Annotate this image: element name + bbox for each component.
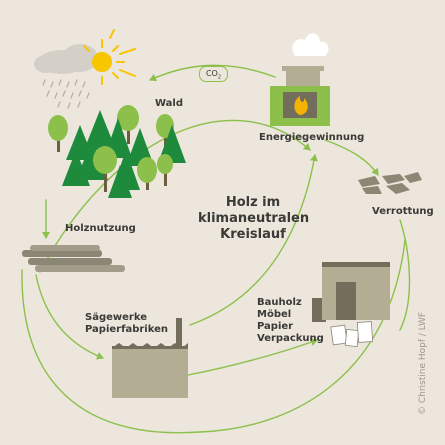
- title-line-2: klimaneutralen: [198, 211, 310, 226]
- sawmill-factory-icon: [112, 318, 188, 398]
- label-energiegewinnung: Energiegewinnung: [259, 132, 365, 143]
- stove-icon: [270, 33, 330, 126]
- label-papierfabriken: Papierfabriken: [85, 324, 169, 335]
- arrow-co2-to-forest: [149, 64, 276, 82]
- products-icon: [312, 262, 390, 348]
- title-line-3: Kreislauf: [220, 227, 286, 242]
- label-product-papier: Papier: [257, 321, 294, 332]
- rotting-wood-icon: [358, 172, 422, 194]
- co2-main: CO: [205, 69, 218, 78]
- co2-subscript: 2: [217, 74, 222, 81]
- arrow-saege-to-energie: [189, 154, 318, 326]
- label-product-bauholz: Bauholz: [257, 297, 302, 308]
- title-line-1: Holz im: [225, 195, 281, 210]
- arrow-saege-to-products: [187, 338, 318, 376]
- copyright-credit: © Christine Hopf / LWF: [418, 311, 428, 415]
- label-verrottung: Verrottung: [372, 206, 434, 217]
- arrow-holz-to-saegewerke: [35, 274, 104, 360]
- label-product-moebel: Möbel: [257, 309, 292, 320]
- sun-icon: [83, 29, 136, 85]
- logs-icon: [22, 245, 125, 272]
- label-wald: Wald: [155, 98, 184, 109]
- label-saegewerke: Sägewerke: [85, 312, 148, 323]
- diagram-title: Holz im klimaneutralen Kreislauf: [198, 195, 310, 243]
- cloud-rain-icon: [34, 44, 98, 109]
- arrow-verrottung-to-energy: [399, 219, 411, 331]
- co2-badge: CO2: [199, 66, 228, 82]
- label-product-verpackung: Verpackung: [257, 333, 324, 344]
- forest-icon: [48, 105, 186, 198]
- label-holznutzung: Holznutzung: [65, 223, 136, 234]
- arrow-energy-to-decay: [324, 139, 379, 176]
